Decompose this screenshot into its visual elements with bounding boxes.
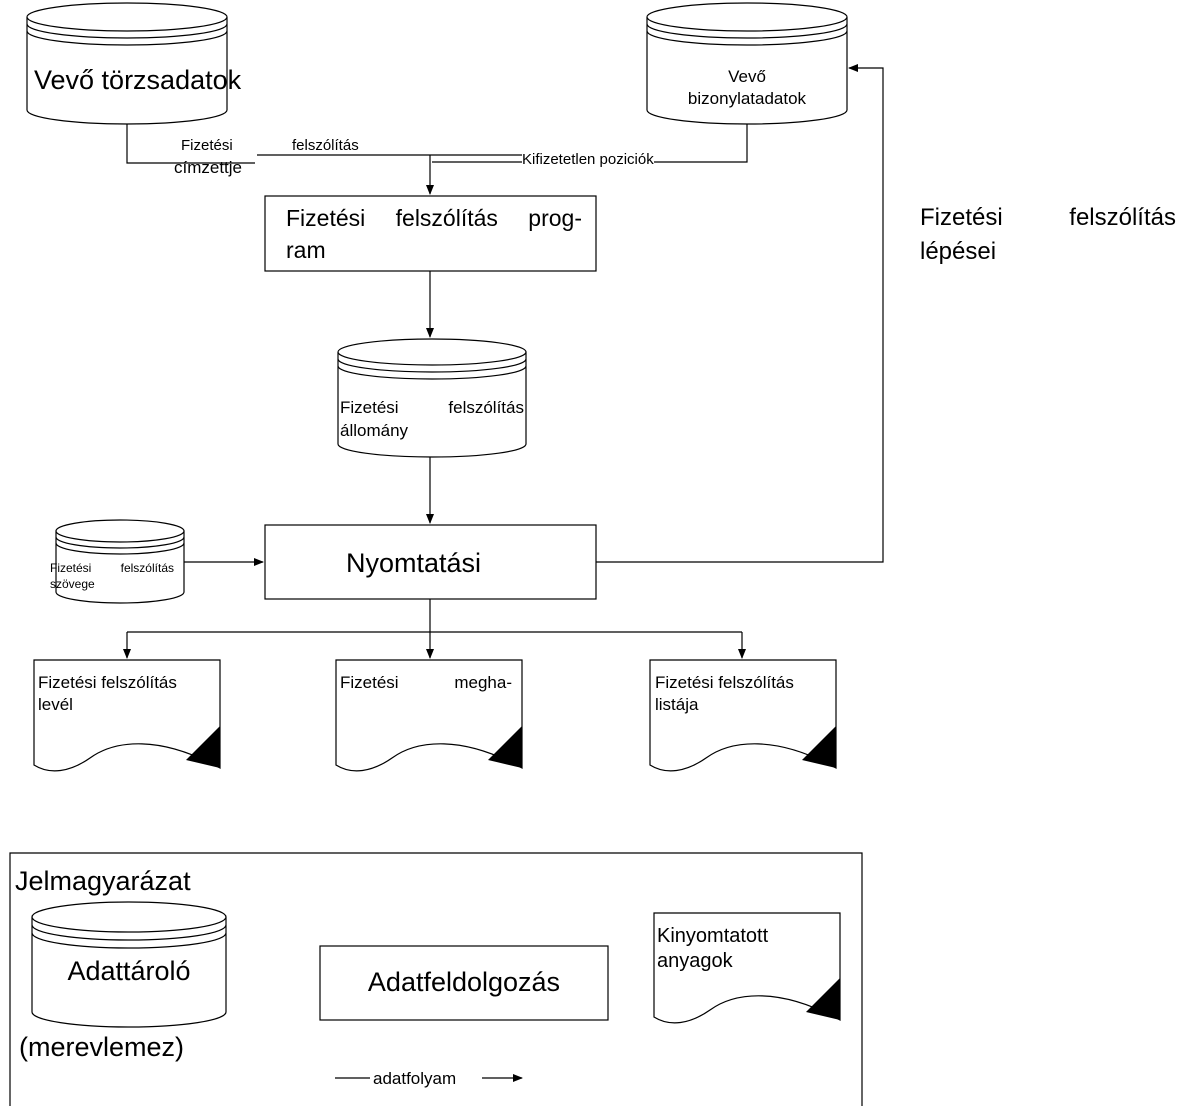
legend-process-symbol — [319, 945, 609, 1021]
program-label-2: ram — [286, 237, 326, 263]
diagram-title-line-2: lépései — [920, 238, 997, 265]
output-letter-label-1: Fizetési felszólítás — [38, 673, 177, 692]
output-list-label-2: listája — [655, 695, 699, 714]
legend-printed-label-2: anyagok — [657, 950, 733, 972]
edge-label-payment: Fizetési — [181, 137, 233, 154]
customer-master-data-label: Vevő törzsadatok — [34, 65, 242, 95]
dunning-text-storage — [55, 519, 185, 604]
edge-label-unpaid-items: Kifizetetlen poziciók — [522, 151, 654, 169]
dunning-text-label-2: szövege — [50, 577, 95, 591]
edge-label-reminder: felszólítás — [292, 137, 359, 154]
legend-document-symbol — [653, 912, 841, 1024]
legend-storage-label: Adattároló — [67, 956, 191, 986]
customer-document-data-storage — [646, 2, 848, 125]
legend-flow-label: adatfolyam — [373, 1069, 457, 1088]
legend-frame — [9, 852, 863, 1106]
program-process-box — [264, 195, 597, 272]
output-notice-label: Fizetési megha- — [340, 673, 512, 692]
customer-master-data-storage — [26, 2, 228, 125]
legend-printed-label-1: Kinyomtatott — [657, 925, 769, 947]
output-notice-document — [335, 659, 523, 772]
dunning-file-label-1: Fizetési felszólítás — [340, 398, 524, 417]
diagram-title: Fizetési felszólítás — [920, 204, 1176, 231]
feedback-flow-line — [596, 64, 884, 563]
printing-label: Nyomtatási — [346, 548, 482, 578]
output-letter-label-2: levél — [38, 695, 73, 714]
flow-line-recipient — [126, 124, 255, 164]
legend-title: Jelmagyarázat — [15, 866, 191, 896]
legend-process-label: Adatfeldolgozás — [367, 967, 561, 997]
customer-document-data-label-2: bizonylatadatok — [687, 89, 807, 108]
legend-storage-sublabel: (merevlemez) — [19, 1032, 185, 1062]
legend-storage-symbol — [31, 901, 227, 1028]
output-list-label-1: Fizetési felszólítás — [655, 673, 794, 692]
output-letter-document — [33, 659, 221, 772]
printing-process-box — [264, 524, 597, 600]
edge-label-recipient: címzettje — [174, 158, 243, 177]
dunning-text-label-1: Fizetési felszólítás — [50, 561, 174, 575]
customer-document-data-label-1: Vevő — [728, 67, 766, 86]
program-label-1: Fizetési felszólítás prog- — [286, 205, 582, 231]
dunning-file-storage — [337, 338, 527, 458]
output-list-document — [649, 659, 837, 772]
dunning-file-label-2: állomány — [340, 421, 409, 440]
